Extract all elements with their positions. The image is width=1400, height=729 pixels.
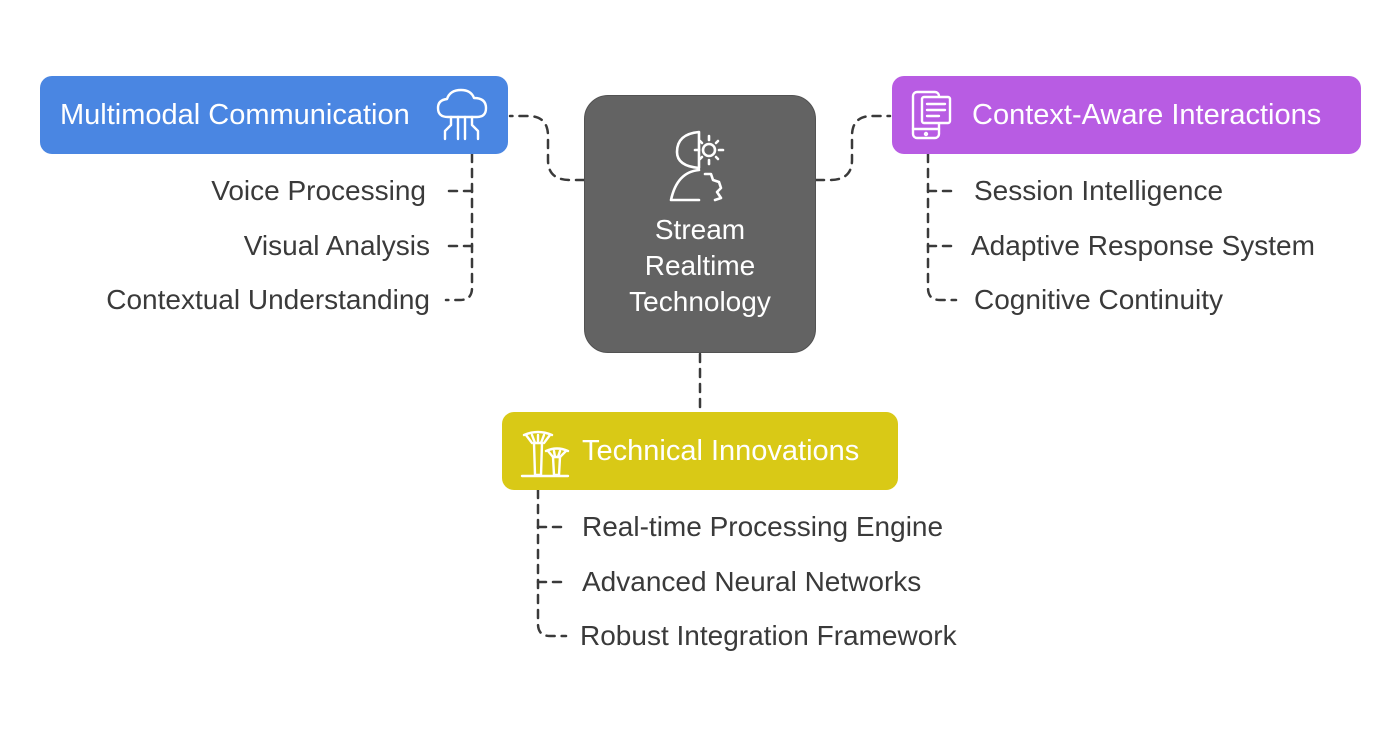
connector-center-context	[814, 114, 892, 182]
multimodal-item-visual-analysis: Visual Analysis	[243, 230, 430, 261]
branch-multimodal: Multimodal Communication	[40, 76, 508, 154]
connector-technical-trunk	[536, 488, 568, 638]
cloud-circuit-icon	[436, 87, 490, 143]
context-item-cognitive-continuity: Cognitive Continuity	[974, 284, 1224, 315]
mobile-document-icon	[910, 89, 954, 141]
multimodal-item-contextual-understanding: Contextual Understanding	[106, 284, 430, 315]
connector-multimodal-trunk	[444, 152, 474, 302]
multimodal-item-voice-processing: Voice Processing	[211, 175, 426, 206]
center-node: Stream Realtime Technology	[584, 95, 816, 353]
person-gear-icon	[665, 128, 735, 204]
supertree-icon	[520, 423, 570, 479]
technical-item-neural-networks: Advanced Neural Networks	[582, 566, 922, 597]
context-item-session-intelligence: Session Intelligence	[974, 175, 1224, 206]
branch-context: Context-Aware Interactions	[892, 76, 1361, 154]
context-item-adaptive-response: Adaptive Response System	[971, 230, 1315, 261]
connector-center-multimodal	[508, 114, 586, 182]
branch-multimodal-title: Multimodal Communication	[60, 98, 410, 131]
branch-technical: Technical Innovations	[502, 412, 898, 490]
center-title: Stream Realtime Technology	[629, 214, 771, 317]
technical-item-integration-framework: Robust Integration Framework	[580, 620, 957, 651]
branch-context-title: Context-Aware Interactions	[972, 98, 1322, 131]
technical-item-processing-engine: Real-time Processing Engine	[582, 511, 944, 542]
connector-context-trunk	[926, 152, 958, 302]
branch-technical-title: Technical Innovations	[582, 434, 860, 467]
